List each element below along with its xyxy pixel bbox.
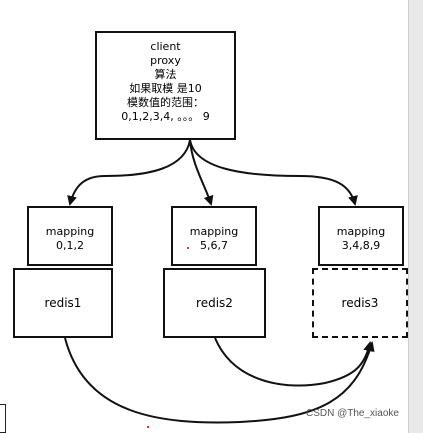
redis-box-1: redis1 — [13, 268, 113, 338]
arrow-proxy-to-mapping2 — [189, 139, 214, 206]
arrow-proxy-to-mapping1 — [67, 139, 191, 206]
proxy-line-algorithm: 算法 — [154, 68, 177, 81]
proxy-line-client: client — [150, 40, 181, 53]
arrow-proxy-to-mapping3 — [189, 139, 358, 206]
proxy-line-range-title: 模数值的范围： — [127, 96, 204, 109]
window-edge-strip — [408, 0, 423, 433]
proxy-line-proxy: proxy — [150, 54, 181, 67]
arrow-redis2-to-redis3 — [214, 337, 374, 387]
proxy-line-range-values: 0,1,2,3,4, 。。。 9 — [121, 110, 210, 123]
redis-label: redis1 — [44, 296, 82, 310]
stray-dot — [147, 426, 149, 428]
arrow-redis1-to-redis3 — [64, 337, 375, 424]
redis-label: redis3 — [341, 296, 379, 310]
redis-box-2: redis2 — [163, 268, 266, 338]
proxy-box: client proxy 算法 如果取模 是10 模数值的范围： 0,1,2,3… — [95, 31, 236, 140]
stray-dot — [187, 247, 189, 249]
mapping-values: 0,1,2 — [56, 239, 84, 252]
connector-arrows — [64, 139, 375, 424]
partial-box-edge — [0, 404, 6, 433]
diagram-canvas: client proxy 算法 如果取模 是10 模数值的范围： 0,1,2,3… — [0, 31, 408, 433]
mapping-values: 3,4,8,9 — [341, 239, 381, 252]
mapping-label: mapping — [45, 225, 95, 238]
redis-label: redis2 — [196, 296, 233, 310]
mapping-box-3: mapping 3,4,8,9 — [318, 206, 404, 266]
mapping-values: 5,6,7 — [200, 239, 228, 252]
mapping-label: mapping — [336, 225, 386, 238]
watermark: CSDN @The_xiaoke — [306, 408, 399, 419]
mapping-box-2: mapping 5,6,7 — [171, 206, 257, 266]
mapping-label: mapping — [189, 225, 239, 238]
proxy-line-modulo: 如果取模 是10 — [129, 82, 202, 95]
mapping-box-1: mapping 0,1,2 — [27, 206, 113, 266]
redis-box-3: redis3 — [312, 268, 408, 338]
